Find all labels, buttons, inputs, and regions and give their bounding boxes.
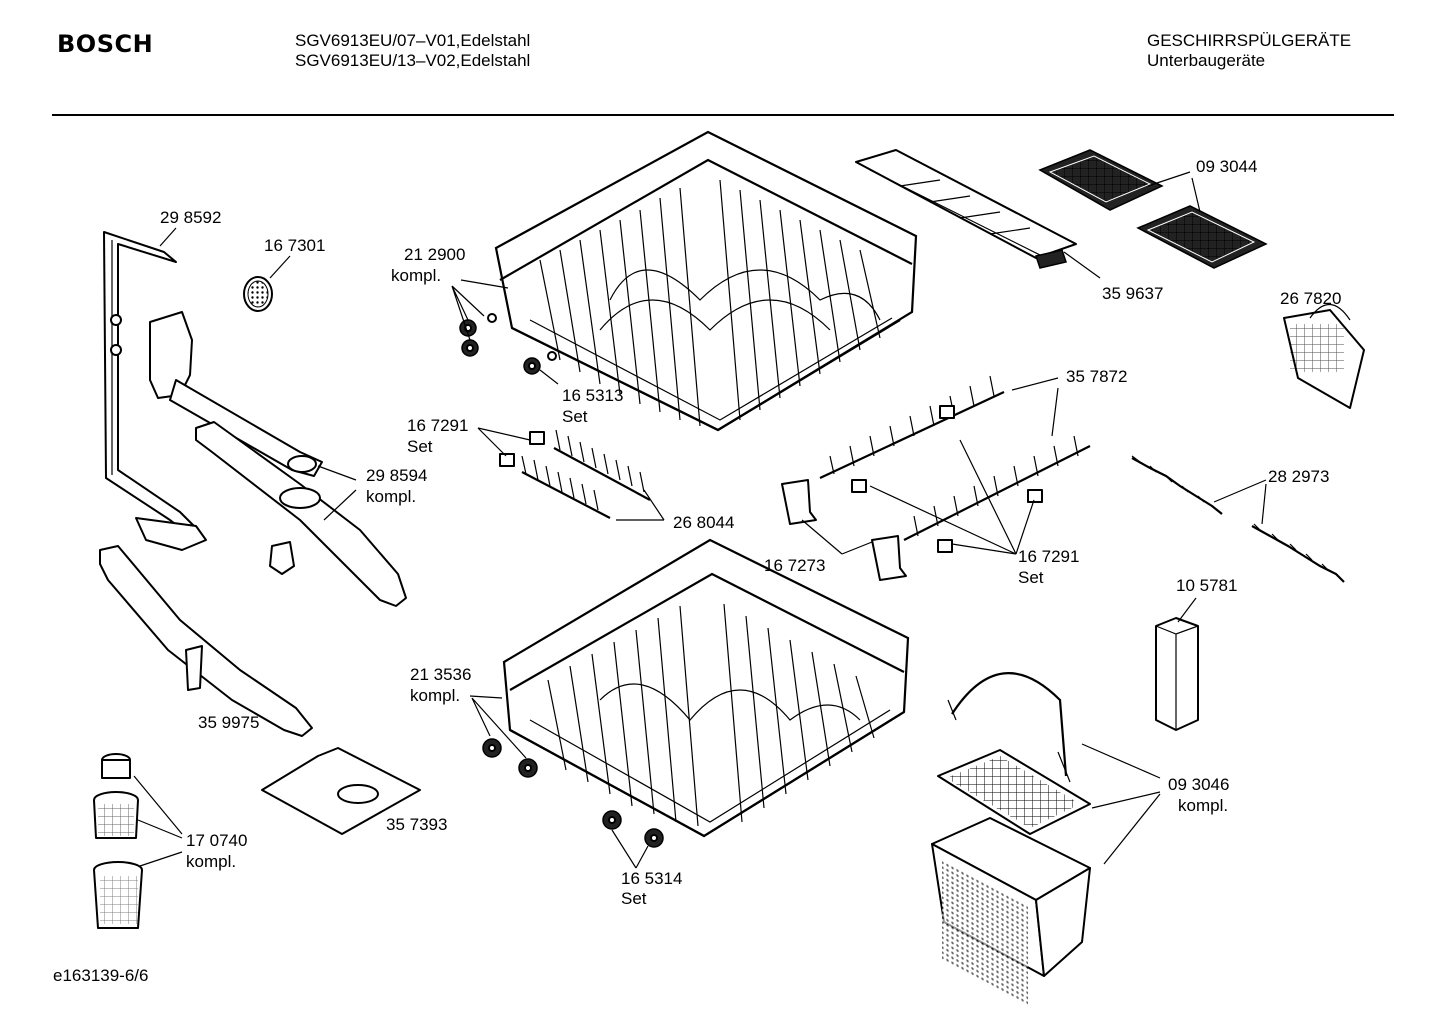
label-29-8592: 29 8592 <box>160 208 222 227</box>
bracket-16-7273-part <box>781 479 907 581</box>
label-16-7291-right-sub: Set <box>1018 568 1044 587</box>
supply-tube-part <box>103 231 207 551</box>
spike-row-35-7872-part <box>819 375 1091 541</box>
filter-cap-part <box>243 276 273 312</box>
label-16-7301: 16 7301 <box>264 236 326 255</box>
model-line-1: SGV6913EU/07–V01,Edelstahl <box>295 31 531 50</box>
cutlery-basket-26-7820-part <box>1283 303 1365 409</box>
leader-lines <box>133 171 1267 869</box>
label-35-7872: 35 7872 <box>1066 367 1128 386</box>
label-35-9637: 35 9637 <box>1102 284 1164 303</box>
label-21-2900-sub: kompl. <box>391 266 442 285</box>
label-16-7291-left-sub: Set <box>407 437 433 456</box>
label-16-7291-right: 16 7291 <box>1018 547 1080 566</box>
spike-row-26-8044-part <box>521 429 651 519</box>
label-09-3046: 09 3046 <box>1168 775 1230 794</box>
category-line-1: GESCHIRRSPÜLGERÄTE <box>1147 31 1352 50</box>
lower-basket-part <box>502 538 910 838</box>
cover-plate-part <box>261 747 421 835</box>
upper-spray-arm-part <box>149 311 323 477</box>
label-21-2900: 21 2900 <box>404 245 466 264</box>
label-16-5313: 16 5313 <box>562 386 624 405</box>
grid-rack-09-3044-part <box>1038 149 1268 269</box>
label-35-9975: 35 9975 <box>198 713 260 732</box>
label-21-3536: 21 3536 <box>410 665 472 684</box>
document-id: e163139-6/6 <box>53 966 149 985</box>
upper-basket-wheels-part <box>459 313 557 375</box>
stepped-rack-28-2973-part <box>1131 455 1345 583</box>
label-28-2973: 28 2973 <box>1268 467 1330 486</box>
model-line-2: SGV6913EU/13–V02,Edelstahl <box>295 51 531 70</box>
cutlery-box-10-5781-part <box>1155 617 1199 731</box>
label-21-3536-sub: kompl. <box>410 686 461 705</box>
label-26-7820: 26 7820 <box>1280 289 1342 308</box>
label-16-5314-sub: Set <box>621 889 647 908</box>
lower-basket-wheels-part <box>482 738 664 848</box>
label-16-7273: 16 7273 <box>764 556 826 575</box>
label-09-3046-sub: kompl. <box>1178 796 1229 815</box>
label-17-0740: 17 0740 <box>186 831 248 850</box>
clips-left-part <box>499 431 545 467</box>
label-29-8594: 29 8594 <box>366 466 428 485</box>
brand-logo: BOSCH <box>57 30 154 58</box>
label-16-5314: 16 5314 <box>621 869 683 888</box>
clips-right-part <box>851 405 1043 553</box>
label-16-7291-left: 16 7291 <box>407 416 469 435</box>
rack-rail-35-9637-part <box>855 149 1077 269</box>
label-26-8044: 26 8044 <box>673 513 735 532</box>
cutlery-basket-09-3046-part <box>931 672 1091 1007</box>
label-29-8594-sub: kompl. <box>366 487 417 506</box>
label-16-5313-sub: Set <box>562 407 588 426</box>
label-17-0740-sub: kompl. <box>186 852 237 871</box>
category-line-2: Unterbaugeräte <box>1147 51 1266 70</box>
upper-basket-part <box>494 130 918 432</box>
spray-arm-29-8594-part <box>195 421 407 607</box>
label-10-5781: 10 5781 <box>1176 576 1238 595</box>
label-09-3044: 09 3044 <box>1196 157 1258 176</box>
label-35-7393: 35 7393 <box>386 815 448 834</box>
spray-arm-35-9975-part <box>99 545 313 737</box>
header-divider <box>52 114 1394 116</box>
filter-part <box>93 753 143 929</box>
